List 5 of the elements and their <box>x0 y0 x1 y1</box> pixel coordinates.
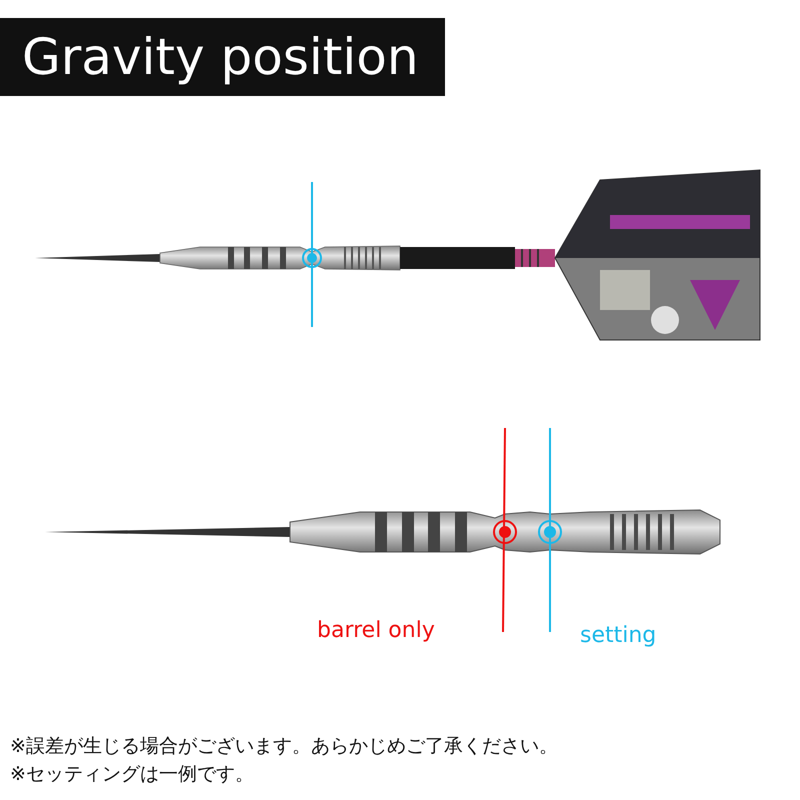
marker-label: barrel only <box>317 618 435 643</box>
marker-label: setting <box>580 623 656 648</box>
note-text: ※セッティングは一例です。 <box>10 762 254 787</box>
note-text: ※誤差が生じる場合がございます。あらかじめご了承ください。 <box>10 734 558 759</box>
title-banner: Gravity position <box>0 18 445 96</box>
